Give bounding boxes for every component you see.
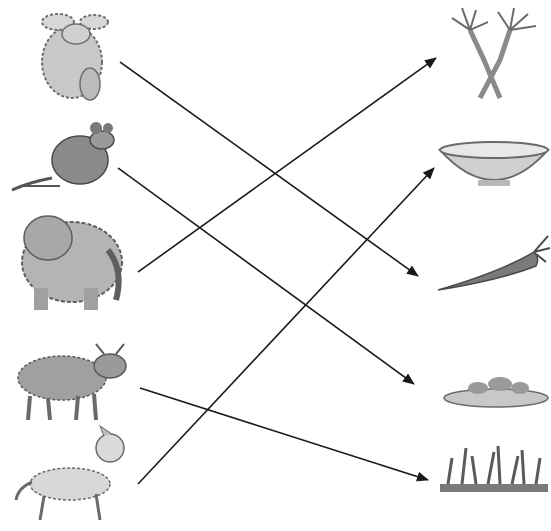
carrot-icon xyxy=(438,236,550,290)
match-arrow-mouse-grains xyxy=(118,168,414,384)
goat-icon xyxy=(18,344,126,420)
grains-icon xyxy=(444,377,548,407)
rabbit-icon xyxy=(42,14,108,100)
elephant-icon xyxy=(22,216,122,310)
dog-icon xyxy=(16,426,124,520)
match-arrow-rabbit-carrot xyxy=(120,62,418,276)
bowl-icon xyxy=(440,142,548,186)
grass-icon xyxy=(440,446,548,492)
match-arrow-elephant-sugarcane xyxy=(138,58,436,272)
match-arrow-goat-grass xyxy=(140,388,428,480)
sugarcane-icon xyxy=(452,8,536,98)
mouse-icon xyxy=(12,122,114,190)
